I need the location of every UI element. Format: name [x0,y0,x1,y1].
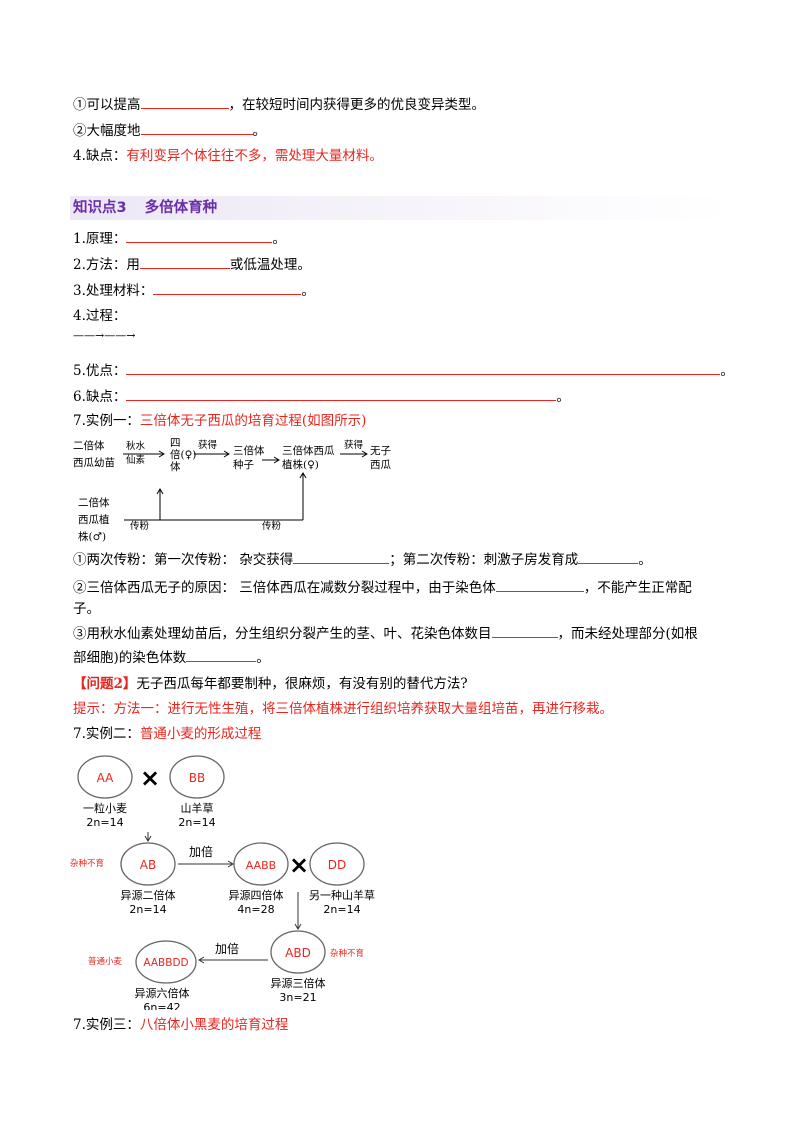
line-disadvantage-2: 6.缺点：。 [73,386,570,407]
count-allotriploid: 3n=21 [279,991,316,1004]
blank-field[interactable] [126,360,721,375]
line-two-pollinations: ①两次传粉：第一次传粉： 杂交获得；第二次传粉：刺激子房发育成。 [73,549,652,570]
blank-field[interactable] [293,549,390,564]
blank-field[interactable] [491,623,558,638]
line-process: 4.过程： [73,308,127,324]
line-seedless-reason-cont: 子。 [73,601,100,617]
name-allohexaploid: 异源六倍体 [135,986,190,1000]
label-tetraploid: 四 [170,437,181,449]
label-double-2: 加倍 [215,941,239,956]
blank-field[interactable] [186,647,257,662]
line-seedless-reason: ②三倍体西瓜无子的原因： 三倍体西瓜在减数分裂过程中，由于染色体，不能产生正常配 [73,577,692,598]
line-question-2: 【问题2】无子西瓜每年都要制种，很麻烦，有没有别的替代方法? [73,676,468,692]
blank-field[interactable] [140,94,229,109]
blank-field[interactable] [495,577,584,592]
label-diploid-seedling: 二倍体 [73,439,105,452]
name-allodiploid: 异源二倍体 [121,888,176,902]
line-disadvantage: 4.缺点：有利变异个体往往不多，需处理大量材料。 [73,148,383,164]
watermelon-diagram: 二倍体 西瓜幼苗 秋水 仙素 四 倍(♀) 体 获得 三倍体 种子 三倍体西瓜 … [73,437,391,543]
blank-field[interactable] [153,280,302,295]
label-diploid-plant: 二倍体 [78,496,110,509]
line-colchicine-effect-cont: 部细胞)的染色体数。 [73,647,270,668]
label-diploid-plant-3: 株(♂) [78,530,106,543]
line-example-2: 7.实例二：普通小麦的形成过程 [73,726,262,742]
label-diploid-seedling-2: 西瓜幼苗 [73,456,115,469]
label-double-1: 加倍 [189,844,213,859]
count-goatgrass: 2n=14 [178,816,215,829]
genome-abd: ABD [285,946,311,960]
count-other-goatgrass: 2n=14 [323,903,360,916]
label-triploid-seed: 三倍体 [233,444,265,457]
count-allodiploid: 2n=14 [129,903,166,916]
blank-field[interactable] [140,120,253,135]
label-colchicine-2: 仙素 [126,454,146,466]
count-einkorn: 2n=14 [86,816,123,829]
genome-aa: AA [97,771,115,785]
genome-dd: DD [328,858,346,872]
line-colchicine-effect: ③用秋水仙素处理幼苗后，分生组织分裂产生的茎、叶、花染色体数目，而未经处理部分(… [73,623,698,644]
line-material: 3.处理材料：。 [73,280,315,301]
tag-sterile-2: 杂种不育 [330,948,364,959]
label-diploid-plant-2: 西瓜植 [78,513,110,526]
line-process-arrows: ——→——→ [73,329,136,342]
cross-icon: × [289,851,309,879]
label-pollination-2: 传粉 [262,520,282,532]
genome-aabbdd: AABBDD [143,957,188,969]
label-seedless: 无子 [370,445,391,457]
label-triploid-plant: 三倍体西瓜 [282,444,335,457]
tag-common-wheat: 普通小麦 [88,956,123,967]
count-allohexaploid: 6n=42 [143,1001,180,1010]
genome-bb: BB [189,771,205,785]
name-allotetraploid: 异源四倍体 [229,888,284,902]
genome-aabb: AABB [246,859,276,872]
blank-field[interactable] [139,254,230,269]
line-improve-rate: ①可以提高，在较短时间内获得更多的优良变异类型。 [73,94,485,115]
blank-field[interactable] [126,228,273,243]
line-advantage: 5.优点：。 [73,360,734,381]
label-triploid-plant-2: 植株(♀) [282,458,319,471]
label-obtain-2: 获得 [344,439,364,451]
blank-field[interactable] [578,549,639,564]
line-hint: 提示：方法一：进行无性生殖，将三倍体植株进行组织培养获取大量组培苗，再进行移栽。 [73,701,613,717]
line-principle: 1.原理：。 [73,228,286,249]
count-allotetraploid: 4n=28 [237,903,274,916]
label-obtain-1: 获得 [198,439,218,451]
blank-field[interactable] [126,386,557,401]
label-tetraploid-3: 体 [170,461,181,473]
name-other-goatgrass: 另一种山羊草 [309,888,375,902]
line-example-3: 7.实例三：八倍体小黑麦的培育过程 [73,1017,289,1033]
line-method: 2.方法：用或低温处理。 [73,254,311,275]
line-example-1: 7.实例一：三倍体无子西瓜的培育过程(如图所示) [73,413,367,429]
name-allotriploid: 异源三倍体 [271,976,326,990]
label-seedless-2: 西瓜 [370,459,391,471]
label-pollination-1: 传粉 [130,520,150,532]
cross-icon: × [140,764,160,792]
name-goatgrass: 山羊草 [181,801,214,815]
wheat-diagram: AA BB AB AABB DD ABD AABBDD 杂种不育 杂种不育 普通… [70,755,375,1010]
genome-ab: AB [140,858,156,872]
name-einkorn: 一粒小麦 [83,801,127,815]
line-greatly: ②大幅度地。 [73,120,266,141]
label-tetraploid-2: 倍(♀) [170,448,196,461]
label-colchicine: 秋水 [126,440,146,452]
tag-sterile-1: 杂种不育 [70,858,104,869]
label-triploid-seed-2: 种子 [233,458,254,471]
